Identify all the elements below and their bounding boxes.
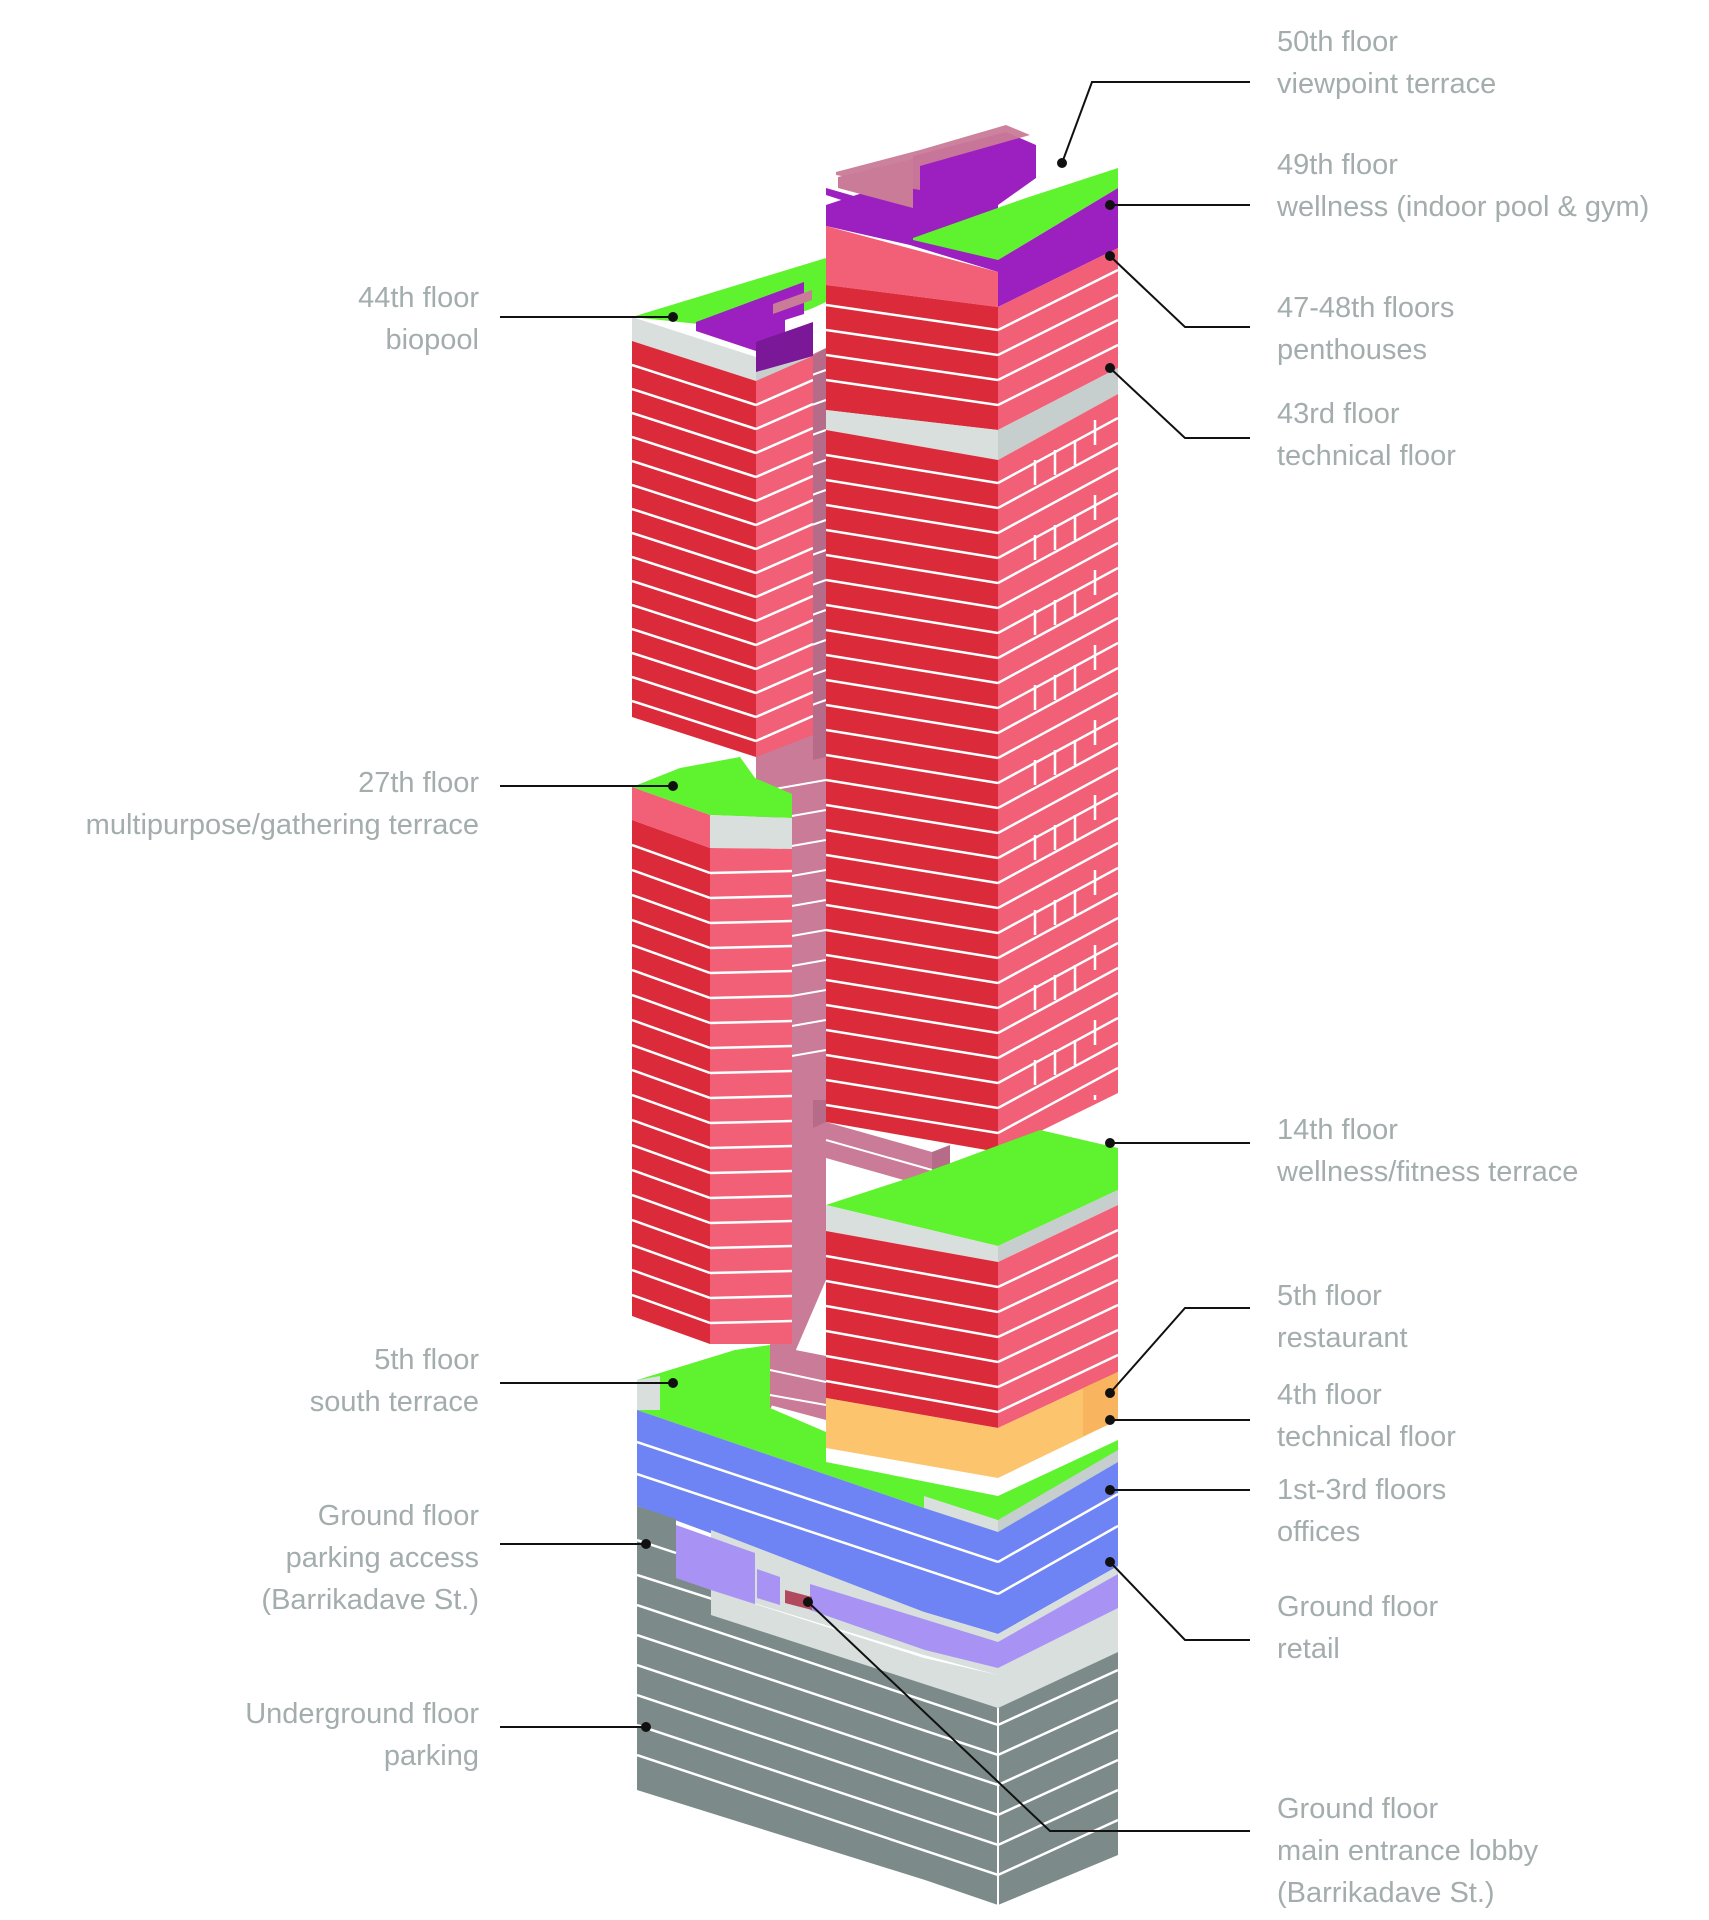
label-line: 44th floor — [358, 282, 479, 314]
label-line: Ground floor — [317, 1500, 479, 1532]
label-line: Ground floor — [1277, 1793, 1439, 1825]
label-fitness-terrace: 14th floor wellness/fitness terrace — [1277, 1109, 1578, 1193]
label-restaurant: 5th floor restaurant — [1277, 1275, 1408, 1359]
label-penthouses: 47-48th floors penthouses — [1277, 287, 1454, 371]
label-line: wellness (indoor pool & gym) — [1277, 191, 1650, 223]
label-offices: 1st-3rd floors offices — [1277, 1469, 1446, 1553]
label-line: offices — [1277, 1516, 1361, 1548]
label-retail: Ground floor retail — [1277, 1586, 1438, 1670]
label-line: Ground floor — [1277, 1591, 1439, 1623]
label-parking-access: Ground floor parking access (Barrikadave… — [261, 1495, 479, 1621]
label-line: technical floor — [1277, 1421, 1456, 1453]
label-line: (Barrikadave St.) — [1277, 1877, 1495, 1909]
label-line: 43rd floor — [1277, 398, 1400, 430]
middle-left-wing — [632, 757, 792, 1344]
label-south-terrace: 5th floor south terrace — [310, 1339, 479, 1423]
label-line: (Barrikadave St.) — [261, 1584, 479, 1616]
leader-viewpoint-terrace — [1061, 81, 1250, 164]
label-line: biopool — [385, 324, 479, 356]
label-technical-4: 4th floor technical floor — [1277, 1374, 1456, 1458]
underground-parking-block — [637, 1506, 1118, 1905]
label-line: 1st-3rd floors — [1277, 1474, 1447, 1506]
label-line: retail — [1277, 1633, 1340, 1665]
label-line: south terrace — [309, 1386, 479, 1418]
label-technical-43: 43rd floor technical floor — [1277, 393, 1456, 477]
leader-entrance-lobby — [807, 1601, 1250, 1832]
leader-restaurant — [1109, 1307, 1250, 1394]
leader-retail — [1109, 1561, 1250, 1641]
main-tower — [826, 125, 1118, 1152]
label-line: multipurpose/gathering terrace — [85, 809, 479, 841]
label-line: 14th floor — [1277, 1114, 1398, 1146]
label-viewpoint-terrace: 50th floor viewpoint terrace — [1277, 21, 1496, 105]
label-line: wellness/fitness terrace — [1277, 1156, 1579, 1188]
label-line: technical floor — [1277, 440, 1456, 472]
label-line: 49th floor — [1277, 149, 1398, 181]
upper-left-wing — [632, 258, 826, 757]
label-gathering-terrace: 27th floor multipurpose/gathering terrac… — [86, 762, 479, 846]
label-line: 5th floor — [374, 1344, 479, 1376]
label-entrance-lobby: Ground floor main entrance lobby (Barrik… — [1277, 1788, 1538, 1914]
label-line: 27th floor — [358, 767, 479, 799]
label-line: main entrance lobby — [1277, 1835, 1539, 1867]
label-line: viewpoint terrace — [1277, 68, 1497, 100]
lower-right-tower — [826, 1130, 1118, 1478]
podium — [637, 1345, 1118, 1708]
label-line: 5th floor — [1277, 1280, 1382, 1312]
label-line: restaurant — [1277, 1322, 1408, 1354]
label-line: parking — [383, 1740, 479, 1772]
label-line: parking access — [285, 1542, 479, 1574]
leader-lines — [500, 81, 1250, 1832]
label-line: penthouses — [1277, 334, 1427, 366]
leader-technical-43 — [1109, 367, 1250, 439]
label-line: 4th floor — [1277, 1379, 1382, 1411]
leader-penthouses — [1109, 255, 1250, 328]
label-line: 50th floor — [1277, 26, 1398, 58]
label-wellness-pool-gym: 49th floor wellness (indoor pool & gym) — [1277, 144, 1649, 228]
label-line: Underground floor — [245, 1698, 479, 1730]
label-underground-parking: Underground floor parking — [245, 1693, 479, 1777]
leader-dots — [641, 158, 1115, 1732]
label-biopool: 44th floor biopool — [358, 277, 479, 361]
label-line: 47-48th floors — [1277, 292, 1455, 324]
